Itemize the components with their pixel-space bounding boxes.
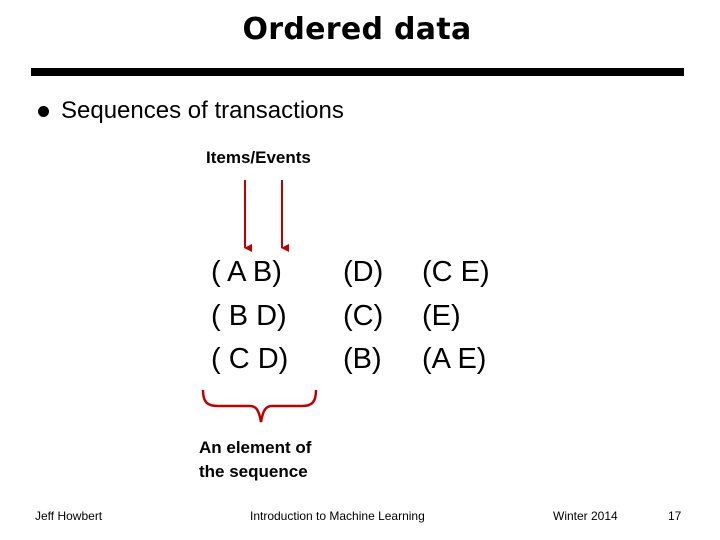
footer-author: Jeff Howbert: [35, 509, 103, 523]
element-label-line-2: the sequence: [199, 462, 308, 481]
sequence-element: (A E): [422, 343, 487, 375]
footer-page-number: 17: [668, 509, 682, 523]
sequence-row: ( A B) (D) (C E): [211, 257, 490, 377]
bullet-text: Sequences of transactions: [61, 97, 344, 124]
slide-title: Ordered data: [242, 12, 472, 47]
sequence-row: ( B D) (C) (E): [211, 301, 461, 421]
bullet-item: Sequences of transactions: [38, 96, 344, 126]
bullet-dot-icon: [38, 105, 49, 117]
sequence-element: (C E): [422, 256, 490, 288]
element-label-line-1: An element of: [199, 438, 312, 457]
sequence-element: (C): [343, 300, 384, 332]
sequence-element: (D): [343, 256, 384, 288]
sequence-element: ( A B): [211, 256, 282, 288]
footer-course: Introduction to Machine Learning: [250, 509, 425, 523]
sequence-element: (B): [343, 343, 382, 375]
sequence-element: (E): [422, 300, 461, 332]
sequence-row: ( C D) (B) (A E): [211, 344, 486, 464]
title-divider: [31, 68, 684, 76]
element-annotation-label: An element of the sequence: [199, 436, 311, 484]
items-events-label: Items/Events: [206, 148, 311, 167]
sequence-element: ( B D): [211, 300, 287, 332]
sequence-element: ( C D): [211, 343, 289, 375]
footer-term: Winter 2014: [553, 509, 618, 523]
